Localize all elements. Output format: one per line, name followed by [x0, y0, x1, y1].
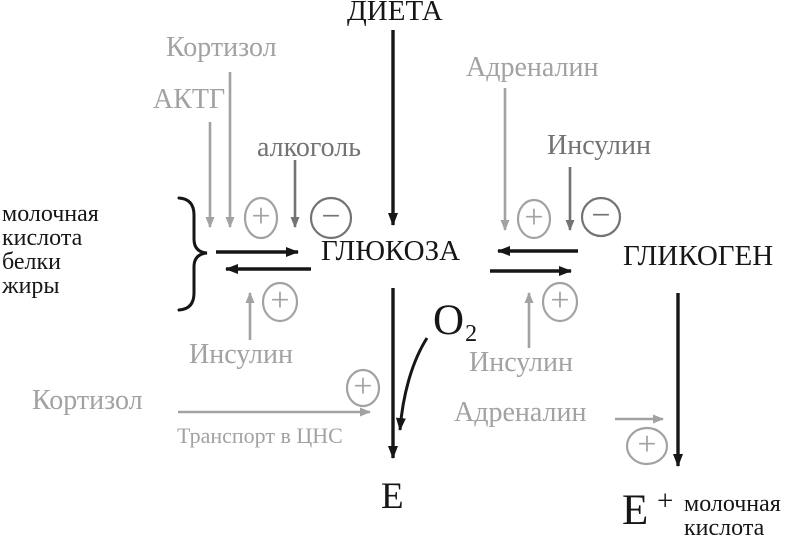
badge-plus-gluconeogenesis: +	[243, 196, 279, 240]
substrate-lactic-acid-1: молочная	[2, 201, 99, 227]
badge-plus-adrenaline-glycogenolysis: +	[516, 198, 552, 240]
substrates-list: молочная кислота белки жиры	[2, 202, 99, 298]
label-energy-left: Е	[381, 476, 404, 517]
label-energy-right: Е	[622, 487, 649, 534]
substrate-lactic-acid-2: кислота	[2, 225, 83, 251]
substrates-brace	[177, 196, 208, 312]
plus-sign: +	[270, 282, 289, 319]
label-lactic-acid-product: молочная кислота	[684, 492, 781, 538]
plus-sign: +	[524, 199, 543, 236]
minus-sign: −	[321, 198, 340, 235]
label-adrenaline-bottom: Адреналин	[454, 397, 587, 428]
label-insulin-bottom-left: Инсулин	[189, 339, 293, 370]
label-cortisol-top: Кортизол	[166, 32, 277, 63]
plus-sign: +	[251, 198, 270, 235]
oxygen-subscript: 2	[465, 321, 478, 347]
node-diet: ДИЕТА	[347, 0, 443, 27]
badge-plus-adrenaline-bottom: +	[625, 426, 669, 466]
substrate-proteins: белки	[2, 249, 62, 275]
badge-plus-insulin-right: +	[541, 281, 579, 323]
plus-sign: +	[637, 426, 656, 463]
label-alcohol: алкоголь	[257, 132, 361, 163]
plus-sign: +	[550, 282, 569, 319]
badge-plus-cortisol-transport: +	[345, 368, 381, 408]
label-oxygen: O2	[433, 297, 477, 346]
label-insulin-bottom-right: Инсулин	[469, 347, 573, 378]
label-insulin-top-right: Инсулин	[547, 130, 651, 161]
plus-sign: +	[353, 368, 372, 405]
lactic-product-line-2: кислота	[684, 515, 765, 538]
label-transport-cns: Транспорт в ЦНС	[177, 423, 343, 448]
lactic-product-line-1: молочная	[684, 491, 781, 517]
badge-minus-insulin-top-right: −	[580, 196, 622, 238]
label-acth: АКТГ	[153, 84, 226, 115]
badge-minus-alcohol: −	[309, 196, 353, 240]
node-glucose: ГЛЮКОЗА	[321, 235, 461, 267]
oxygen-symbol: O	[433, 297, 465, 344]
node-glycogen: ГЛИКОГЕН	[623, 240, 774, 272]
label-adrenaline-top: Адреналин	[466, 52, 599, 83]
badge-plus-insulin-left: +	[261, 281, 299, 323]
substrate-fats: жиры	[2, 273, 60, 299]
label-cortisol-bottom: Кортизол	[32, 385, 143, 416]
arrow-oxygen-curved	[395, 337, 429, 431]
label-energy-right-plus: +	[657, 485, 674, 517]
minus-sign: −	[591, 197, 610, 234]
